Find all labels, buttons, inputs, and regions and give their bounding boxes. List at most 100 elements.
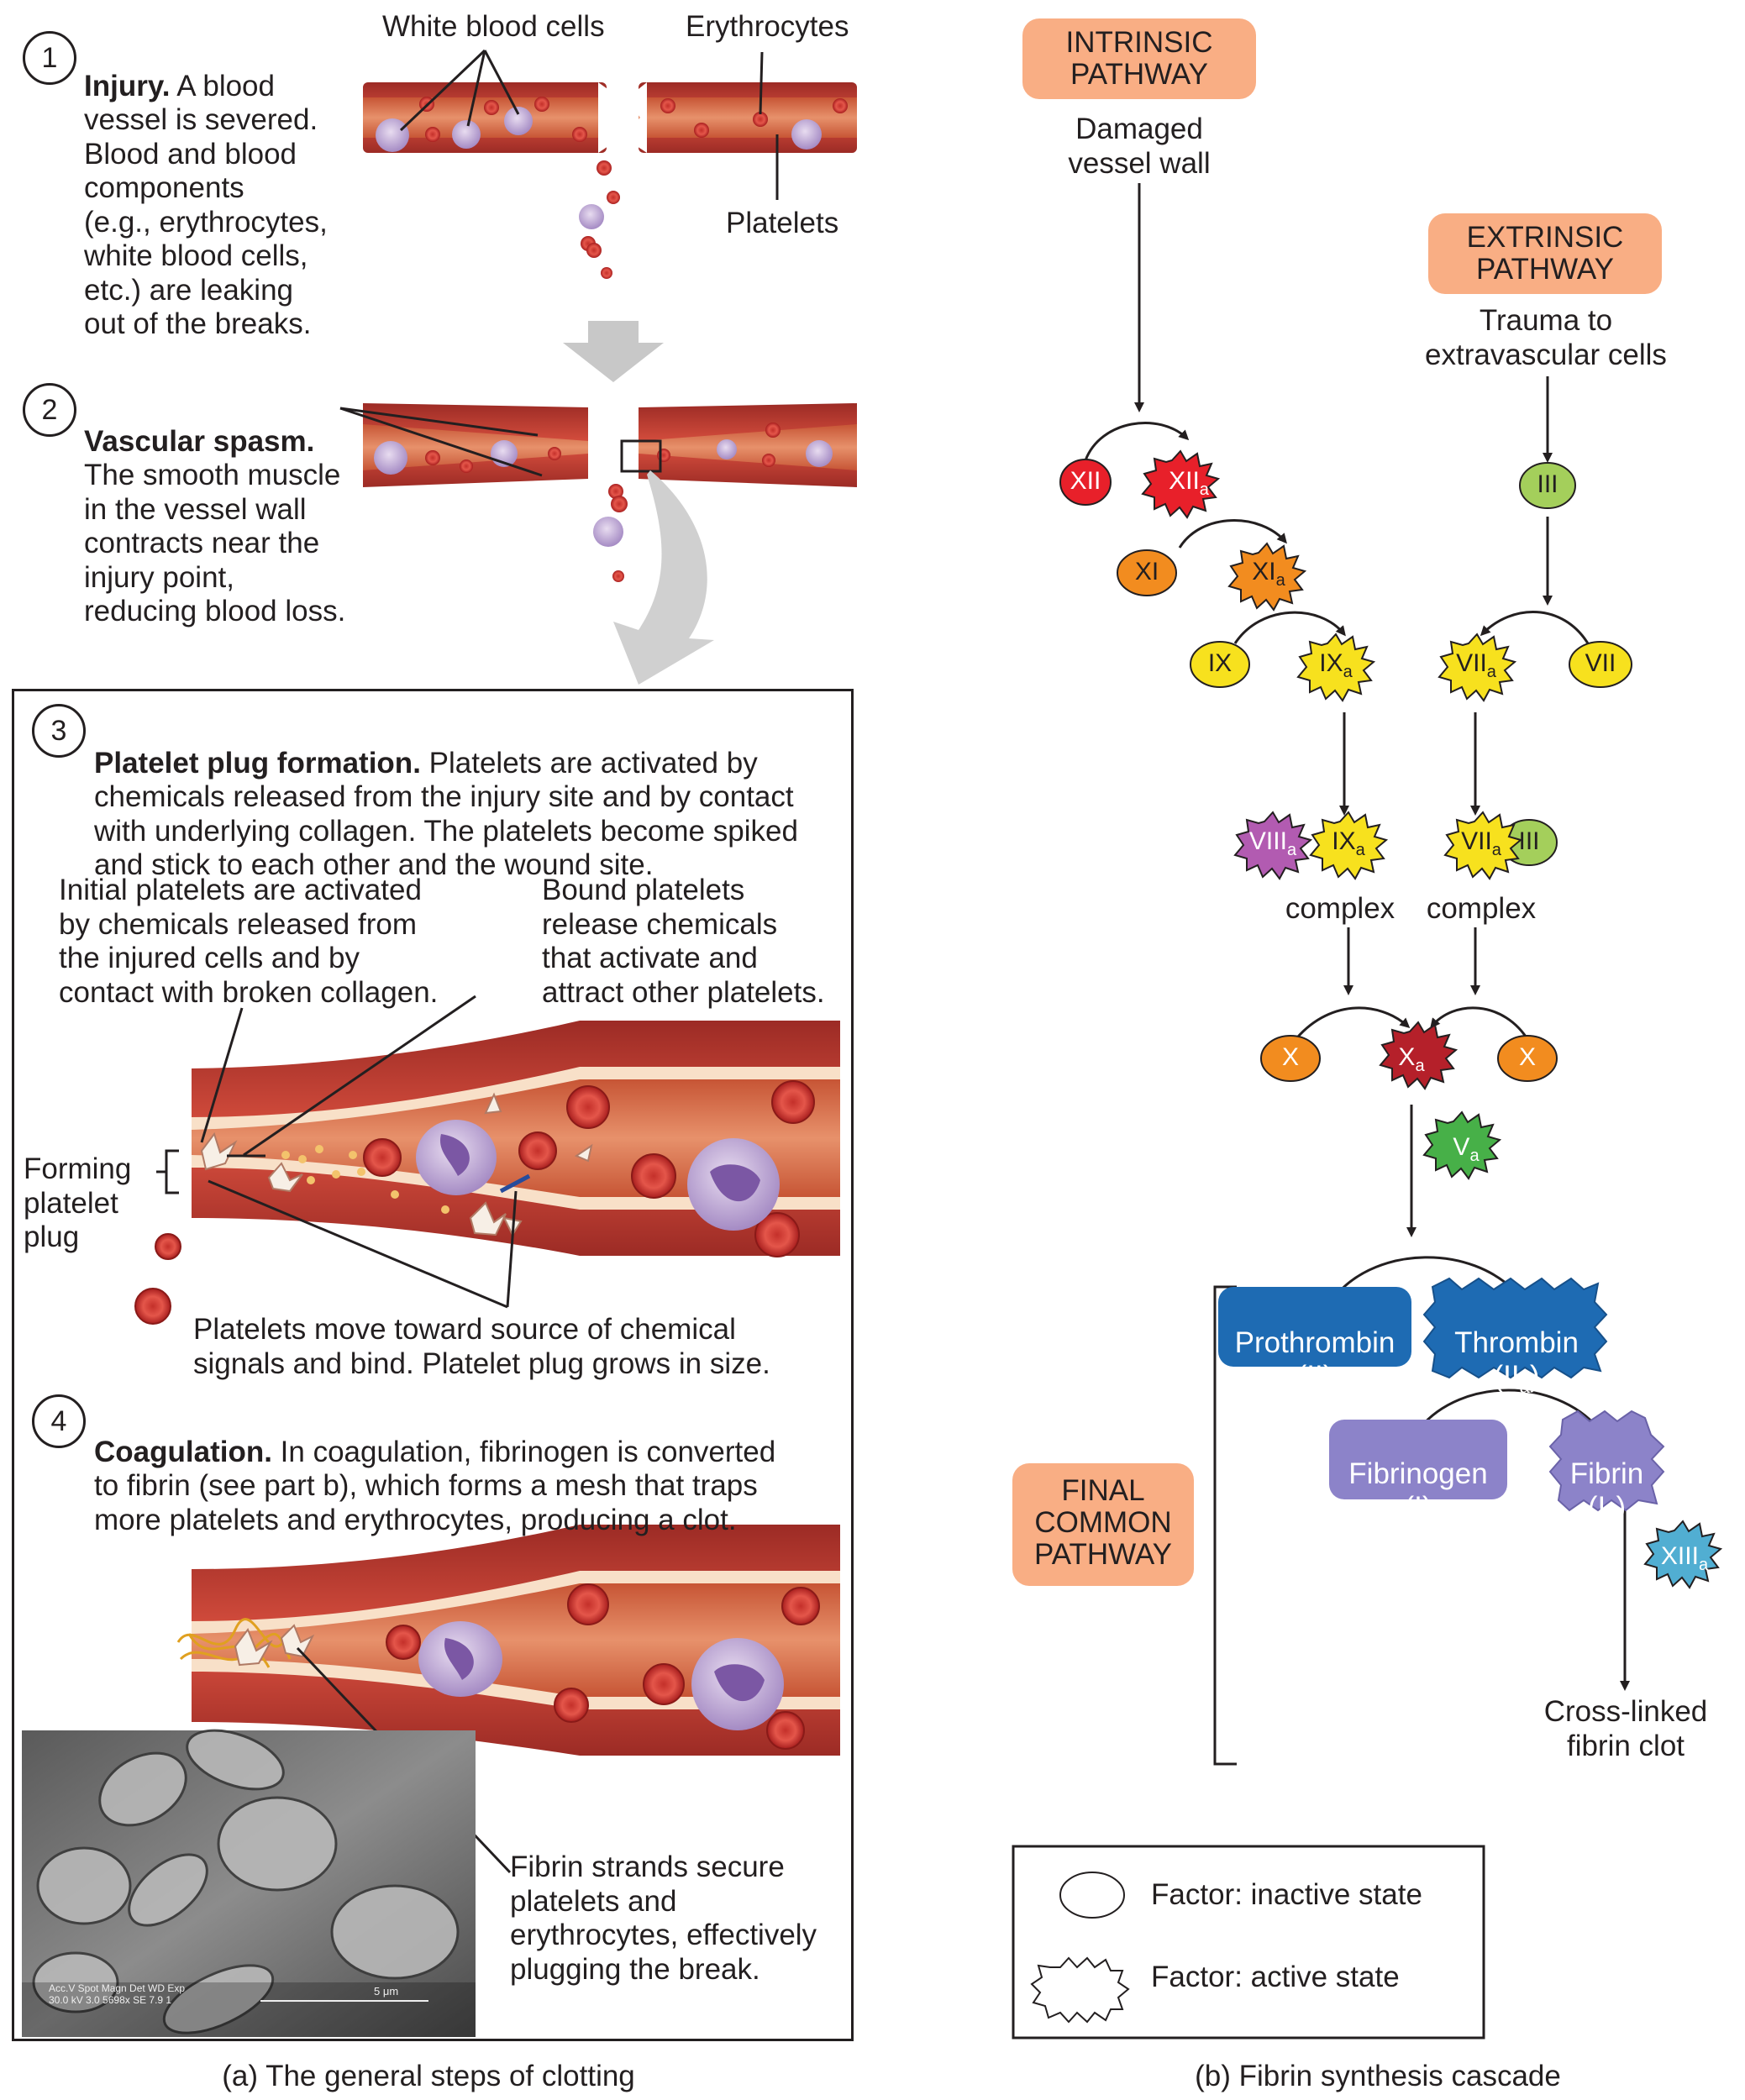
step-2-text: The smooth muscle in the vessel wall con…: [84, 459, 346, 627]
factor-xiiia-text: XIII: [1660, 1542, 1699, 1570]
coagulation-vessel: [176, 1525, 840, 1756]
magnify-arrow: [613, 470, 714, 685]
fibrinogen-name: Fibrinogen: [1348, 1457, 1488, 1490]
factor-va: Va: [1432, 1132, 1500, 1171]
complex-label-extrinsic: complex: [1426, 892, 1537, 925]
fibrin-number: (I: [1587, 1491, 1606, 1524]
factor-x-intrinsic: X: [1281, 1043, 1299, 1071]
final-common-pathway-label: FINAL COMMON PATHWAY: [1012, 1463, 1194, 1586]
step-2-number: 2: [23, 383, 76, 437]
factor-ix: IX: [1207, 649, 1233, 677]
micrograph-info: Acc.V Spot Magn Det WD Exp 30.0 kV 3.0 5…: [49, 1982, 186, 2006]
factor-xa: Xa: [1382, 1042, 1441, 1081]
complex-label-intrinsic: complex: [1285, 892, 1395, 925]
fibrin-strands-note: Fibrin strands secure platelets and eryt…: [510, 1851, 817, 1986]
prothrombin-name: Prothrombin: [1234, 1326, 1395, 1359]
spasm-vessel: [363, 403, 857, 582]
factor-xii: XII: [1070, 467, 1101, 495]
factor-viiia-text: VIII: [1248, 827, 1287, 855]
factor-xia: XIa: [1235, 557, 1302, 596]
step-1-text: A blood vessel is severed. Blood and blo…: [84, 69, 328, 341]
factor-x-extrinsic: X: [1518, 1043, 1536, 1071]
steps-3-4-box: [12, 689, 854, 2041]
active-factors: [1141, 449, 1723, 1589]
factor-ixa-text: IX: [1319, 649, 1343, 677]
prothrombin-box: [1218, 1287, 1411, 1367]
factor-va-text: V: [1453, 1133, 1470, 1161]
fibrin-label: Fibrin(Ia): [1569, 1457, 1644, 1529]
factor-iii: III: [1537, 470, 1558, 498]
factor-va-sub: a: [1469, 1147, 1480, 1165]
panel-a-artwork: [22, 49, 857, 2037]
fibrin-name: Fibrin: [1569, 1457, 1644, 1490]
platelets-move-note: Platelets move toward source of chemical…: [193, 1313, 770, 1380]
factor-xia-text: XI: [1252, 558, 1276, 585]
platelets-label: Platelets: [726, 207, 839, 239]
white-blood-cells-label: White blood cells: [382, 10, 605, 43]
fibrin-star: [1548, 1410, 1665, 1512]
factor-ixa-complex-sub: a: [1355, 841, 1365, 859]
legend-active-star: [1030, 1956, 1130, 2024]
factor-viia-complex-text: VII: [1461, 827, 1492, 855]
step-3-number: 3: [32, 704, 86, 758]
intrinsic-pathway-label: INTRINSIC PATHWAY: [1022, 18, 1256, 99]
prothrombin-label: Prothrombin(II): [1218, 1292, 1411, 1394]
fibrinogen-number: (I): [1404, 1491, 1432, 1524]
factor-xi: XI: [1134, 558, 1159, 585]
fibrinogen-box: [1329, 1420, 1507, 1499]
factor-xiia-sub: a: [1199, 480, 1209, 499]
thrombin-sub: a: [1519, 1376, 1530, 1397]
micrograph-scale: 5 μm: [374, 1985, 399, 1998]
step-4-heading: Coagulation.: [94, 1435, 272, 1468]
factor-ixa-sub: a: [1343, 663, 1353, 681]
factor-viia-complex-sub: a: [1491, 841, 1501, 859]
factor-viia-complex: VIIa: [1443, 827, 1519, 865]
legend-inactive-label: Factor: inactive state: [1151, 1878, 1422, 1911]
fibrin-sub: a: [1606, 1507, 1616, 1528]
factor-xiia-text: XII: [1169, 467, 1200, 495]
step-3-description: Platelet plug formation. Platelets are a…: [94, 712, 850, 883]
factor-vii: VII: [1585, 649, 1616, 677]
step-1-number: 1: [23, 31, 76, 85]
fibrinogen-label: Fibrinogen(I): [1329, 1423, 1507, 1525]
step-4-text: In coagulation, fibrinogen is converted …: [94, 1435, 776, 1536]
factor-xia-sub: a: [1275, 571, 1285, 590]
inactive-factors: [1059, 459, 1632, 1082]
step-2-description: Vascular spasm.The smooth muscle in the …: [84, 391, 370, 629]
legend-active-label: Factor: active state: [1151, 1961, 1400, 1993]
thrombin-number: (II: [1493, 1360, 1520, 1393]
initial-platelets-note: Initial platelets are activated by chemi…: [59, 874, 439, 1009]
factor-xa-sub: a: [1415, 1057, 1425, 1075]
panel-b-artwork: [1012, 183, 1723, 2040]
step-1-heading: Injury.: [84, 69, 171, 102]
factor-xa-text: X: [1398, 1043, 1416, 1071]
trauma-label: Trauma to extravascular cells: [1425, 304, 1667, 371]
step-1-description: Injury. A blood vessel is severed. Blood…: [84, 35, 361, 342]
step-4-number: 4: [32, 1394, 86, 1448]
prothrombin-number: (II): [1296, 1360, 1333, 1393]
factor-xiiia-sub: a: [1698, 1556, 1709, 1574]
factor-iii-complex: III: [1518, 827, 1540, 855]
step-arrow-down: [563, 321, 664, 382]
step-3-heading: Platelet plug formation.: [94, 746, 421, 780]
final-common-bracket: [1213, 1285, 1237, 1766]
factor-ixa-complex-text: IX: [1332, 827, 1356, 855]
cascade-arrows: [1084, 183, 1630, 1691]
factor-viia-text: VII: [1456, 649, 1487, 677]
cross-linked-clot-label: Cross-linked fibrin clot: [1543, 1695, 1708, 1762]
step-4-description: Coagulation. In coagulation, fibrinogen …: [94, 1401, 850, 1537]
legend-inactive-oval: [1059, 1872, 1125, 1919]
factor-ixa: IXa: [1302, 648, 1369, 687]
damaged-vessel-label: Damaged vessel wall: [1068, 113, 1211, 180]
thrombin-label: Thrombin(IIa): [1454, 1326, 1579, 1398]
thrombin-star: [1422, 1277, 1608, 1379]
factor-viia-sub: a: [1486, 663, 1496, 681]
factor-xiiia: XIIIa: [1643, 1541, 1727, 1580]
step-2-heading: Vascular spasm.: [84, 424, 315, 458]
factor-ixa-complex: IXa: [1315, 827, 1382, 865]
erythrocytes-label: Erythrocytes: [686, 10, 849, 43]
extrinsic-pathway-label: EXTRINSIC PATHWAY: [1428, 213, 1662, 294]
factor-viiia-sub: a: [1286, 841, 1297, 859]
factor-viiia: VIIIa: [1235, 827, 1311, 865]
